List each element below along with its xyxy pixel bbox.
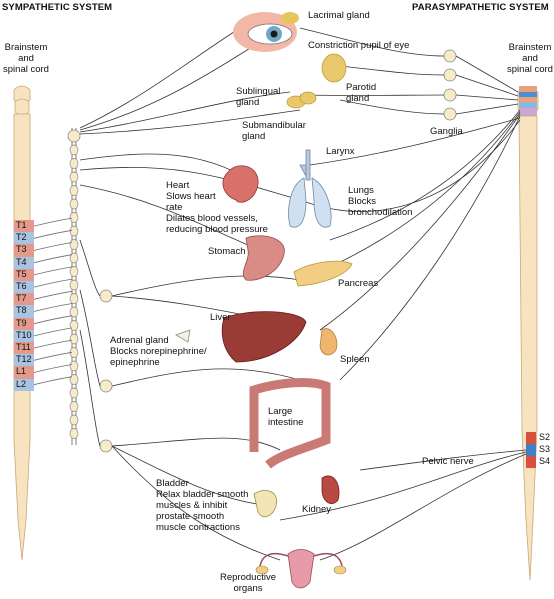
heart-organ [222,165,259,203]
chain-ganglion [69,171,79,183]
nerve-lines [79,27,527,561]
ramus-t8 [33,303,73,312]
segment-s4: S4 [539,456,551,466]
ramus-t9 [33,315,73,325]
ramus-l2 [33,376,73,386]
segment-t9: T9 [14,317,34,330]
ramus-t11 [33,339,73,349]
chain-ganglion [69,414,79,426]
chain-ganglion [69,198,79,210]
segment-l1: L1 [14,366,34,379]
spleen-organ [319,328,338,356]
chain-ganglion [69,225,79,237]
liver-organ [221,311,307,363]
segment-s2: S2 [539,432,551,442]
sympathetic-header: SYMPATHETIC SYSTEM [2,2,113,13]
ramus-l1 [33,364,73,373]
chain-ganglion [69,239,79,250]
bladder-organ [253,490,278,518]
parasympathetic-spinal-cord [517,86,539,581]
chain-ganglion [69,212,79,223]
ganglia-label: Ganglia [430,126,463,137]
segment-t10: T10 [14,329,34,342]
segment-t6: T6 [14,281,34,294]
chain-ganglion [69,360,79,372]
parasympathetic-ganglia [443,49,457,121]
parotid-label: Parotid gland [346,82,377,104]
segment-t11: T11 [14,342,34,355]
kidney-organ [321,475,340,504]
ramus-t7 [33,290,73,300]
intestine-label: Large intestine [268,406,304,428]
ramus-t3 [33,242,73,251]
lungs-label: Lungs Blocks bronchodilation [348,185,413,218]
chain-ganglion [69,252,79,264]
chain-ganglion [69,306,79,318]
rami-communicantes [33,217,73,386]
chain-ganglion [69,185,79,196]
larynx-label: Larynx [326,146,355,157]
pancreas-label: Pancreas [338,278,379,289]
adrenal-label: Adrenal gland Blocks norepinephrine/ epi… [110,335,207,368]
chain-ganglion [69,333,79,345]
stomach-organ [242,235,285,281]
liver-label: Liver [210,312,231,323]
segment-t3: T3 [14,244,34,257]
adrenal-organ [175,329,191,343]
ramus-t6 [33,278,73,288]
segment-t8: T8 [14,305,34,318]
salivary-glands [286,53,347,109]
chain-ganglion [69,293,79,304]
chain-ganglion [69,266,79,277]
chain-ganglion [69,401,79,412]
lungs-organ [288,149,332,228]
ramus-t5 [33,266,73,276]
chain-ganglion [69,374,79,385]
reproductive-organ [255,549,347,589]
lacrimal-label: Lacrimal gland [308,10,370,21]
ramus-t10 [33,327,73,337]
segment-t4: T4 [14,256,34,269]
heart-label: Heart Slows heart rate Dilates blood ves… [166,180,268,235]
ramus-t12 [33,351,73,361]
pelvic-nerve-label: Pelvic nerve [422,456,474,467]
chain-ganglion [69,387,79,399]
parasympathetic-header: PARASYMPATHETIC SYSTEM [412,2,549,13]
eye-organ [233,12,299,52]
sublingual-label: Sublingual gland [236,86,281,108]
spleen-label: Spleen [340,354,370,365]
chain-ganglion [69,320,79,331]
ramus-t2 [33,229,73,239]
segment-l2: L2 [14,378,34,391]
pancreas-organ [293,260,353,287]
chain-ganglion [69,144,79,156]
reproductive-label: Reproductive organs [220,572,276,594]
submandibular-label: Submandibular gland [242,120,306,142]
chain-ganglion [69,428,79,439]
segment-t12: T12 [14,354,34,367]
segment-s3: S3 [539,444,551,454]
right-cord-label: Brainstem and spinal cord [507,42,553,75]
stomach-label: Stomach [208,246,246,257]
left-cord-label: Brainstem and spinal cord [3,42,49,75]
ramus-t1 [33,217,73,227]
bladder-label: Bladder Relax bladder smooth muscles & i… [156,478,249,533]
large-intestine-organ [249,378,331,469]
segment-t7: T7 [14,293,34,306]
sympathetic-chain-ganglia [69,144,79,439]
kidney-label: Kidney [302,504,332,515]
segment-t2: T2 [14,232,34,245]
ramus-t4 [33,254,73,264]
pupil-label: Constriction pupil of eye [308,40,410,51]
chain-ganglion [69,279,79,291]
segment-t5: T5 [14,268,34,281]
segment-t1: T1 [14,220,34,233]
chain-ganglion [69,158,79,169]
